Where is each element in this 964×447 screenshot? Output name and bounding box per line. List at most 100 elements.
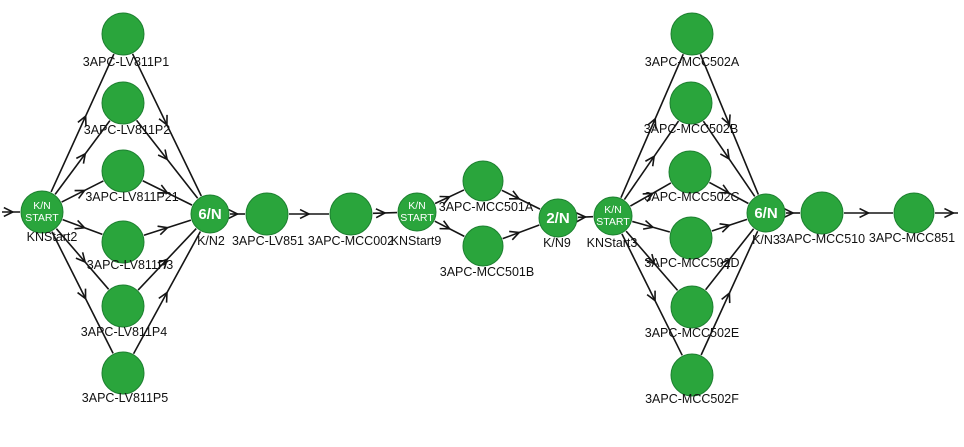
node-label-mcc501a: 3APC-MCC501A <box>439 200 534 214</box>
arrowhead-icon <box>77 288 87 301</box>
arrowhead-icon <box>157 257 169 270</box>
node-label-p1: 3APC-LV811P1 <box>83 55 169 69</box>
node-mcc851[interactable] <box>893 192 935 234</box>
node-inner-text: 6/N <box>198 206 221 223</box>
node-p21[interactable] <box>101 149 145 193</box>
node-knstart9[interactable] <box>397 192 437 232</box>
edge-line <box>621 233 683 356</box>
node-label-mcc502c: 3APC-MCC502C <box>644 190 739 204</box>
node-mcc501a[interactable] <box>462 160 504 202</box>
arrowhead-icon <box>642 192 655 203</box>
node-knstart3[interactable] <box>593 196 633 236</box>
node-mcc510[interactable] <box>800 191 844 235</box>
node-mcc502f[interactable] <box>670 353 714 397</box>
edge-line <box>625 230 679 291</box>
node-label-knstart3: KNStart3 <box>587 236 638 250</box>
edge-line <box>632 220 671 233</box>
node-mcc502a[interactable] <box>670 12 714 56</box>
node-inner-text: 6/N <box>754 205 777 222</box>
arrowhead-icon <box>719 223 732 233</box>
arrowhead-icon <box>228 208 240 220</box>
node-inner-text: 2/N <box>546 210 569 227</box>
node-mcc002[interactable] <box>329 192 373 236</box>
node-kn3[interactable] <box>746 193 786 233</box>
arrowhead-icon <box>783 207 795 219</box>
node-inner-text: START <box>596 216 630 228</box>
node-p2[interactable] <box>101 81 145 125</box>
node-label-kn3: K/N3 <box>752 233 780 247</box>
node-p5[interactable] <box>101 351 145 395</box>
node-knstart2[interactable] <box>20 190 64 234</box>
node-p3[interactable] <box>101 220 145 264</box>
arrowhead-icon <box>576 212 588 223</box>
edge-line <box>54 120 111 195</box>
arrowhead-icon <box>3 206 15 218</box>
arrowhead-icon <box>157 149 169 161</box>
edge-line <box>61 180 104 203</box>
arrowhead-icon <box>647 117 657 129</box>
edge-line <box>502 224 540 240</box>
node-p1[interactable] <box>101 12 145 56</box>
arrowhead-icon <box>720 257 731 270</box>
arrowhead-icon <box>509 190 521 200</box>
arrowhead-icon <box>74 189 87 199</box>
node-label-knstart2: KNStart2 <box>27 230 78 244</box>
node-label-p21: 3APC-LV811P21 <box>85 190 178 204</box>
node-label-kn9: K/N9 <box>543 236 571 250</box>
node-label-lv851: 3APC-LV851 <box>232 234 304 248</box>
arrowhead-icon <box>645 154 656 167</box>
node-mcc502e[interactable] <box>670 285 714 329</box>
edge-line <box>629 182 672 207</box>
edge-line <box>501 189 541 210</box>
edge-line <box>62 218 103 236</box>
node-label-knstart9: KNStart9 <box>391 234 442 248</box>
arrowhead-icon <box>644 253 656 266</box>
arrowhead-icon <box>719 148 731 161</box>
arrowhead-icon <box>75 252 87 264</box>
node-inner-text: K/N <box>604 204 622 216</box>
node-label-mcc502f: 3APC-MCC502F <box>645 392 739 406</box>
node-label-mcc851: 3APC-MCC851 <box>869 231 955 245</box>
node-label-mcc002: 3APC-MCC002 <box>308 234 394 248</box>
arrowhead-icon <box>859 207 871 219</box>
arrowhead-icon <box>509 230 521 241</box>
edge-line <box>50 53 115 193</box>
node-inner-text: K/N <box>33 200 51 212</box>
node-label-mcc502a: 3APC-MCC502A <box>645 55 740 69</box>
arrowhead-icon <box>439 195 452 206</box>
arrowhead-icon <box>77 114 87 127</box>
arrowhead-icon <box>439 220 452 230</box>
edge-line <box>623 120 680 200</box>
node-label-p3: 3APC-LV811P3 <box>87 258 173 272</box>
edge-layer <box>2 53 958 356</box>
node-label-mcc502b: 3APC-MCC502B <box>644 122 738 136</box>
edge-line <box>55 228 110 290</box>
node-inner-text: START <box>400 212 434 224</box>
arrowhead-icon <box>74 219 87 230</box>
edge-line <box>51 231 114 354</box>
node-lv851[interactable] <box>245 192 289 236</box>
edge-line <box>620 53 684 198</box>
arrowhead-icon <box>718 184 731 194</box>
node-label-mcc502d: 3APC-MCC502D <box>644 256 739 270</box>
arrowhead-icon <box>642 219 655 230</box>
node-mcc502b[interactable] <box>669 81 713 125</box>
node-mcc501b[interactable] <box>462 225 504 267</box>
arrowhead-icon <box>721 114 731 127</box>
node-p4[interactable] <box>101 284 145 328</box>
node-kn2[interactable] <box>190 194 230 234</box>
arrowhead-icon <box>158 291 168 303</box>
arrowhead-icon <box>944 207 956 219</box>
node-kn9[interactable] <box>538 198 578 238</box>
arrowhead-icon <box>157 184 170 194</box>
node-mcc502c[interactable] <box>668 150 712 194</box>
node-mcc502d[interactable] <box>669 216 713 260</box>
arrowhead-icon <box>299 208 311 220</box>
arrowhead-icon <box>75 152 87 164</box>
node-label-p2: 3APC-LV811P2 <box>84 123 170 137</box>
arrowhead-icon <box>721 291 731 304</box>
node-label-kn2: K/N2 <box>197 234 225 248</box>
